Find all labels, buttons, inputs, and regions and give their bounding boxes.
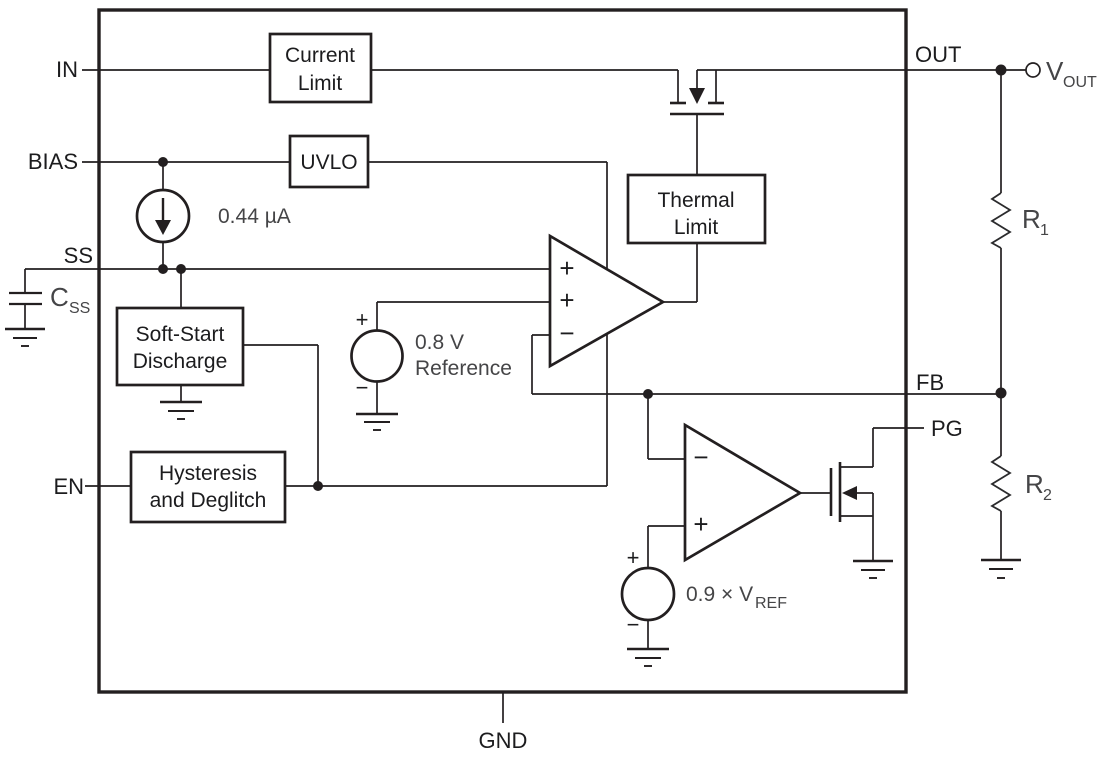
- pin-label-in: IN: [56, 57, 78, 82]
- css-capacitor: C SS: [9, 282, 90, 317]
- junction-dots: [158, 64, 1007, 491]
- thermal-limit-label: Limit: [674, 216, 719, 239]
- current-limit-block: Current Limit: [268, 32, 373, 104]
- junction-dot: [313, 481, 323, 491]
- vout-subscript: OUT: [1063, 74, 1097, 91]
- hysteresis-label: Hysteresis: [159, 462, 257, 485]
- hysteresis-label: and Deglitch: [150, 489, 267, 512]
- r2-label: R: [1025, 469, 1044, 499]
- pg-threshold-subscript: REF: [755, 595, 787, 612]
- comp-plus: +: [693, 509, 708, 539]
- thermal-limit-block: Thermal Limit: [626, 173, 767, 245]
- pin-label-ss: SS: [64, 243, 93, 268]
- css-label: C: [50, 282, 69, 312]
- amp-plus1: +: [559, 253, 574, 283]
- junction-dot: [176, 264, 186, 274]
- r1-label: R: [1022, 204, 1041, 234]
- pin-label-pg: PG: [931, 416, 963, 441]
- uvlo-block: UVLO: [288, 134, 370, 189]
- junction-dot: [995, 387, 1007, 399]
- pmos-body-arrow: [689, 88, 705, 104]
- ground-symbol-nmos: [853, 559, 893, 579]
- junction-dot: [995, 64, 1007, 76]
- ground-symbol-pg-threshold: [627, 647, 669, 667]
- uvlo-label: UVLO: [300, 151, 357, 174]
- nmos-body-arrow: [842, 486, 857, 500]
- ground-symbol-soft-start: [160, 400, 202, 420]
- css-subscript: SS: [69, 300, 90, 317]
- soft-start-label: Soft-Start: [136, 323, 225, 346]
- amp-minus: −: [559, 318, 574, 348]
- soft-start-current-value: 0.44 µA: [218, 205, 291, 228]
- wires: [24, 69, 1026, 723]
- pgref-plus: +: [627, 545, 640, 570]
- pg-threshold-source: + − 0.9 × V REF: [620, 545, 787, 637]
- voltage-reference-source: + − 0.8 V Reference: [350, 307, 512, 400]
- comp-minus: −: [693, 442, 708, 472]
- soft-start-current-source: 0.44 µA: [135, 188, 291, 244]
- terminal-circle: [1025, 62, 1041, 78]
- soft-start-label: Discharge: [133, 350, 228, 373]
- ref-value: 0.8 V: [415, 331, 464, 354]
- pass-pmos-fet: [670, 70, 724, 116]
- junction-dot: [158, 264, 168, 274]
- amp-plus2: +: [559, 285, 574, 315]
- pin-label-bias: BIAS: [28, 149, 78, 174]
- pin-label-fb: FB: [916, 370, 944, 395]
- r2-subscript: 2: [1043, 487, 1052, 504]
- r2-resistor: R 2: [990, 455, 1052, 512]
- ref-value: Reference: [415, 357, 512, 380]
- thermal-limit-label: Thermal: [657, 189, 734, 212]
- pin-label-gnd: GND: [479, 728, 528, 753]
- vout-terminal: V OUT: [1025, 56, 1097, 91]
- pg-threshold-value: 0.9 × V: [686, 583, 753, 606]
- junction-dot: [643, 389, 653, 399]
- r1-resistor: R 1: [990, 192, 1049, 249]
- error-amplifier: + + −: [548, 233, 666, 369]
- current-limit-label: Current: [285, 44, 355, 67]
- ground-symbol-css: [5, 327, 45, 347]
- ref-minus: −: [356, 375, 369, 400]
- current-limit-label: Limit: [298, 72, 343, 95]
- pin-label-en: EN: [53, 474, 84, 499]
- pin-labels: IN BIAS SS EN OUT FB PG GND: [28, 42, 963, 753]
- pgref-minus: −: [627, 612, 640, 637]
- soft-start-discharge-block: Soft-Start Discharge: [115, 306, 245, 387]
- pin-label-out: OUT: [915, 42, 961, 67]
- pg-nmos-fet: [829, 462, 857, 522]
- pg-comparator: − +: [683, 422, 803, 563]
- ground-symbol-r2: [981, 558, 1021, 579]
- ref-plus: +: [356, 307, 369, 332]
- r1-subscript: 1: [1040, 222, 1049, 239]
- junction-dot: [158, 157, 168, 167]
- vout-label: V: [1046, 56, 1064, 86]
- hysteresis-deglitch-block: Hysteresis and Deglitch: [129, 450, 287, 524]
- current-arrow-head: [155, 220, 171, 235]
- ground-symbol-reference: [356, 412, 398, 431]
